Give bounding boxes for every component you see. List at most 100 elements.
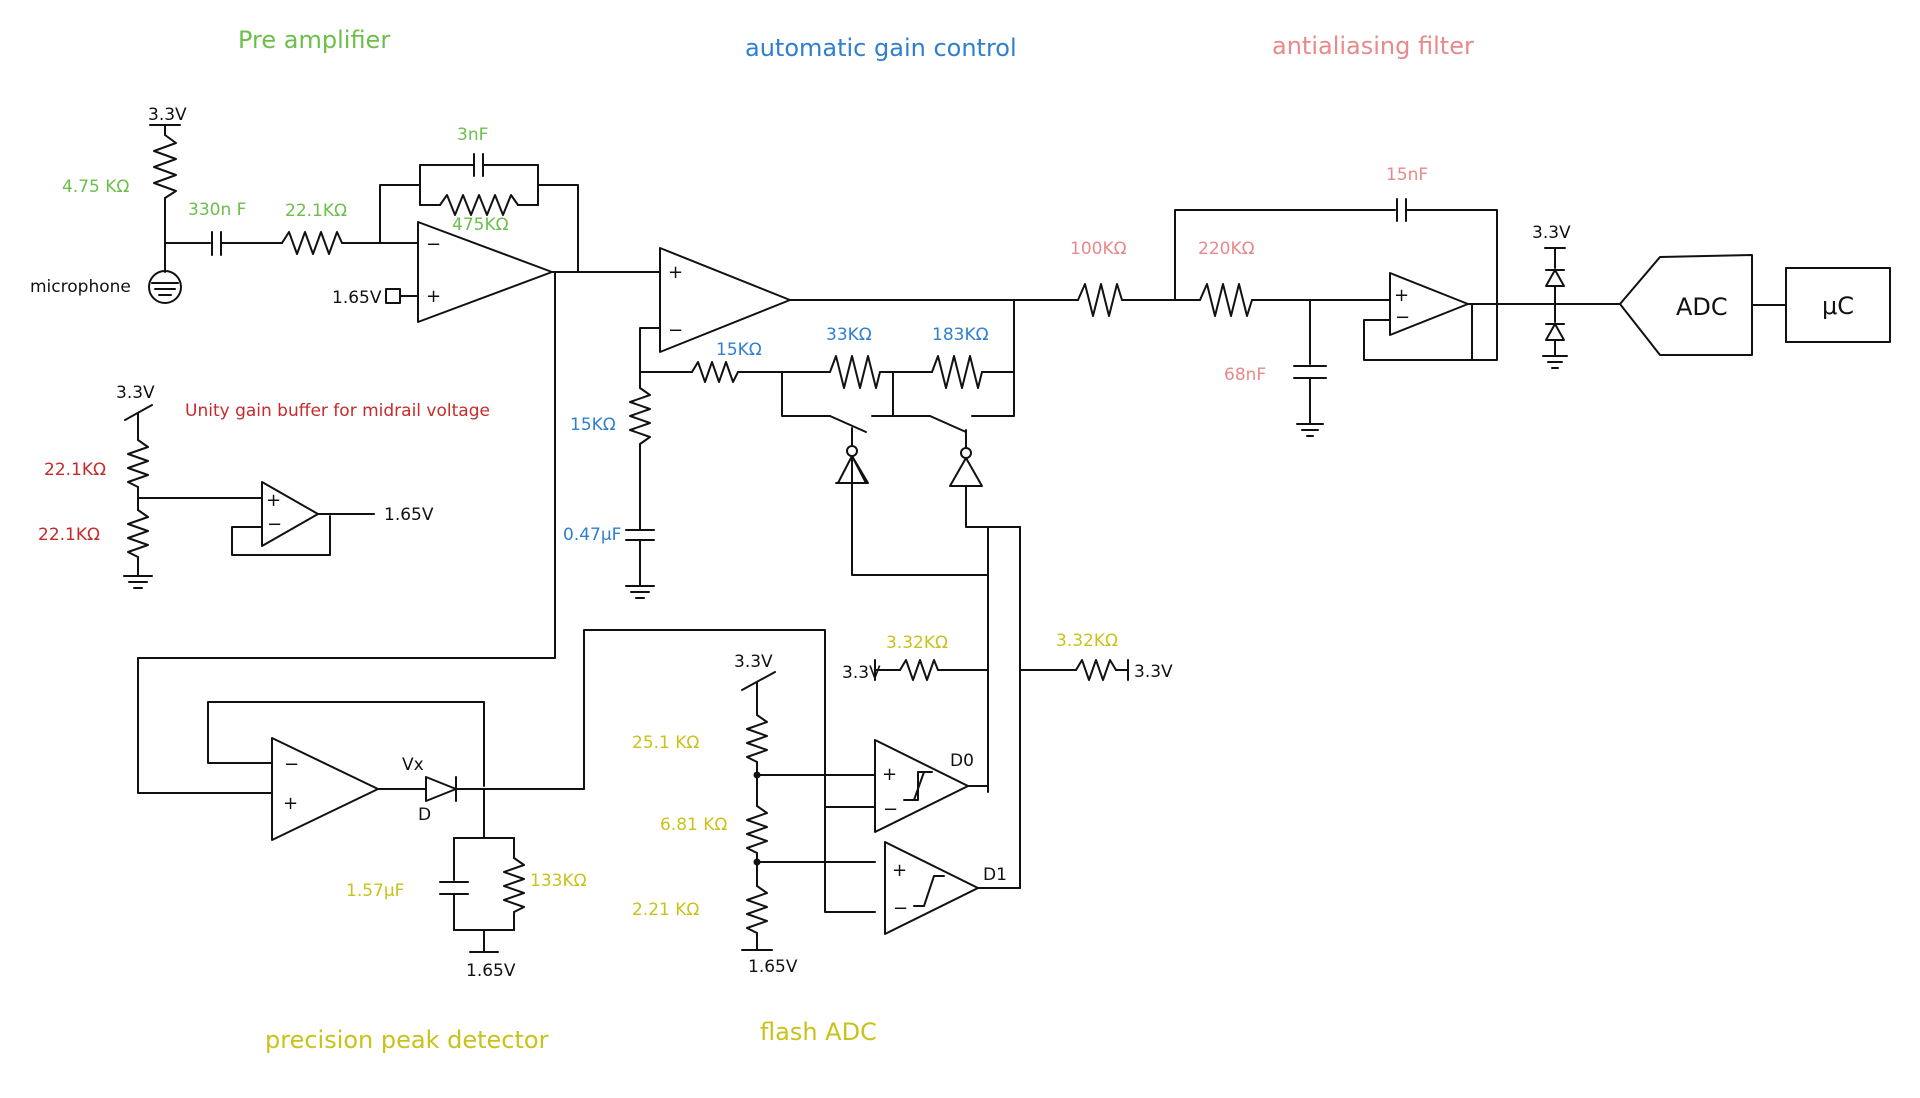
peak-reference-label: 1.65V	[466, 961, 516, 981]
flash-resistor-mid	[746, 805, 768, 854]
agc-switch-2	[929, 415, 967, 433]
peak-resistor-label: 133KΩ	[530, 871, 587, 891]
buffer-bottom-resistor-label: 22.1KΩ	[38, 525, 100, 545]
peak-diode-icon	[425, 776, 457, 802]
preamp-opamp	[417, 221, 553, 323]
agc-opamp-plus: +	[668, 262, 683, 283]
adc-block: ADC	[1619, 254, 1787, 356]
flash-pullup1-supply-label: 3.3V	[842, 663, 881, 683]
agc-inverter-2	[949, 457, 983, 487]
agc-stage: + − 15KΩ 33KΩ 183KΩ	[563, 247, 1076, 889]
peak-capacitor-label: 1.57μF	[346, 881, 404, 901]
flash-pullup2-label: 3.32KΩ	[1056, 631, 1118, 651]
buffer-opamp-minus: −	[267, 514, 282, 535]
flash-resistor-bottom-label: 2.21 KΩ	[632, 900, 699, 920]
section-title-agc: automatic gain control	[745, 34, 1017, 62]
preamp-bias-resistor	[153, 134, 177, 199]
flash-output-d0-label: D0	[950, 751, 974, 771]
agc-ground-resistor-label: 15KΩ	[570, 415, 616, 435]
buffer-output-label: 1.65V	[384, 505, 434, 525]
aaf-resistor-100k-label: 100KΩ	[1070, 239, 1127, 259]
flash-comparator-d0-minus: −	[883, 799, 898, 820]
microcontroller-label: μC	[1822, 292, 1854, 320]
preamp-stage: 3.3V 4.75 KΩ microphone 330n F 22.1KΩ	[30, 105, 661, 323]
section-title-aaf: antialiasing filter	[1272, 32, 1474, 60]
flash-comparator-d1-minus: −	[893, 898, 908, 919]
preamp-supply-label: 3.3V	[148, 105, 187, 125]
section-title-buffer: Unity gain buffer for midrail voltage	[185, 401, 490, 421]
flash-comparator-d1	[884, 841, 979, 935]
flash-reference-label: 1.65V	[748, 957, 798, 977]
agc-resistor-33k-label: 33KΩ	[826, 325, 872, 345]
flash-pullup2-supply-label: 3.3V	[1134, 662, 1173, 682]
agc-input-resistor-label: 15KΩ	[716, 340, 762, 360]
preamp-feedback-resistor	[439, 194, 519, 216]
agc-resistor-183k-label: 183KΩ	[932, 325, 989, 345]
aaf-opamp-minus: −	[1395, 307, 1410, 328]
clamp-diode-top-icon	[1545, 269, 1565, 287]
microphone-icon	[148, 270, 182, 304]
preamp-input-capacitor-label: 330n F	[188, 200, 246, 220]
flash-resistor-top	[746, 714, 768, 763]
peak-opamp-minus: −	[284, 754, 299, 775]
preamp-reference-terminal	[385, 288, 401, 304]
aaf-feedback-capacitor-label: 15nF	[1386, 165, 1428, 185]
aaf-resistor-100k	[1077, 283, 1123, 317]
agc-resistor-183k	[931, 355, 983, 389]
peak-opamp-plus: +	[283, 793, 298, 814]
peak-vx-label: Vx	[402, 755, 424, 775]
preamp-feedback-capacitor-label: 3nF	[457, 125, 488, 145]
preamp-input-resistor	[281, 231, 343, 255]
flash-comparator-d0-plus: +	[882, 764, 897, 785]
agc-ground-capacitor-label: 0.47μF	[563, 525, 621, 545]
section-title-peak: precision peak detector	[265, 1026, 549, 1054]
aaf-resistor-220k	[1199, 283, 1253, 317]
flash-pullup1-label: 3.32KΩ	[886, 633, 948, 653]
preamp-opamp-plus: +	[426, 286, 441, 307]
aaf-resistor-220k-label: 220KΩ	[1198, 239, 1255, 259]
buffer-supply-label: 3.3V	[116, 383, 155, 403]
clamp-supply-label: 3.3V	[1532, 223, 1571, 243]
microphone-label: microphone	[30, 277, 131, 297]
buffer-opamp-plus: +	[266, 490, 281, 511]
clamp-diodes: 3.3V	[1532, 223, 1571, 369]
flash-comparator-d0	[874, 739, 969, 833]
flash-adc-stage: 3.3V 25.1 KΩ 6.81 KΩ 2.21 KΩ 1.65V + − D…	[632, 526, 1173, 977]
preamp-bias-resistor-label: 4.75 KΩ	[62, 177, 129, 197]
aaf-ground-capacitor-label: 68nF	[1224, 365, 1266, 385]
flash-pullup1-resistor	[899, 659, 939, 681]
flash-pullup2-resistor	[1075, 659, 1117, 681]
agc-input-resistor	[691, 361, 739, 383]
flash-resistor-mid-label: 6.81 KΩ	[660, 815, 727, 835]
agc-switch-1	[829, 415, 867, 433]
agc-opamp	[659, 247, 791, 353]
midrail-buffer-stage: 3.3V 22.1KΩ 22.1KΩ + − 1.65V	[38, 383, 434, 589]
agc-opamp-minus: −	[668, 320, 683, 341]
buffer-top-resistor-label: 22.1KΩ	[44, 460, 106, 480]
peak-diode-label: D	[418, 805, 431, 825]
peak-detector-stage: − + Vx D 1.57μF 133KΩ 1.65V	[137, 271, 826, 981]
aaf-opamp-plus: +	[1394, 285, 1409, 306]
preamp-reference-label: 1.65V	[332, 288, 382, 308]
agc-ground-resistor	[629, 387, 651, 445]
antialiasing-filter-stage: 100KΩ 15nF 220KΩ 68nF + −	[1013, 165, 1621, 437]
section-title-flash: flash ADC	[760, 1018, 877, 1046]
clamp-diode-bottom-icon	[1545, 323, 1565, 341]
adc-label: ADC	[1676, 293, 1728, 321]
aaf-opamp	[1389, 272, 1469, 336]
buffer-top-resistor	[127, 439, 149, 488]
agc-resistor-33k	[829, 355, 881, 389]
flash-supply-label: 3.3V	[734, 652, 773, 672]
flash-resistor-bottom	[746, 885, 768, 934]
preamp-input-resistor-label: 22.1KΩ	[285, 201, 347, 221]
flash-output-d1-label: D1	[983, 865, 1007, 885]
buffer-bottom-resistor	[127, 509, 149, 558]
hysteresis-icon-d1	[913, 875, 945, 907]
preamp-opamp-minus: −	[426, 234, 441, 255]
peak-resistor	[503, 857, 525, 913]
peak-opamp	[271, 737, 379, 841]
section-title-preamp: Pre amplifier	[238, 26, 390, 54]
flash-comparator-d1-plus: +	[892, 860, 907, 881]
preamp-feedback-resistor-label: 475KΩ	[452, 215, 509, 235]
